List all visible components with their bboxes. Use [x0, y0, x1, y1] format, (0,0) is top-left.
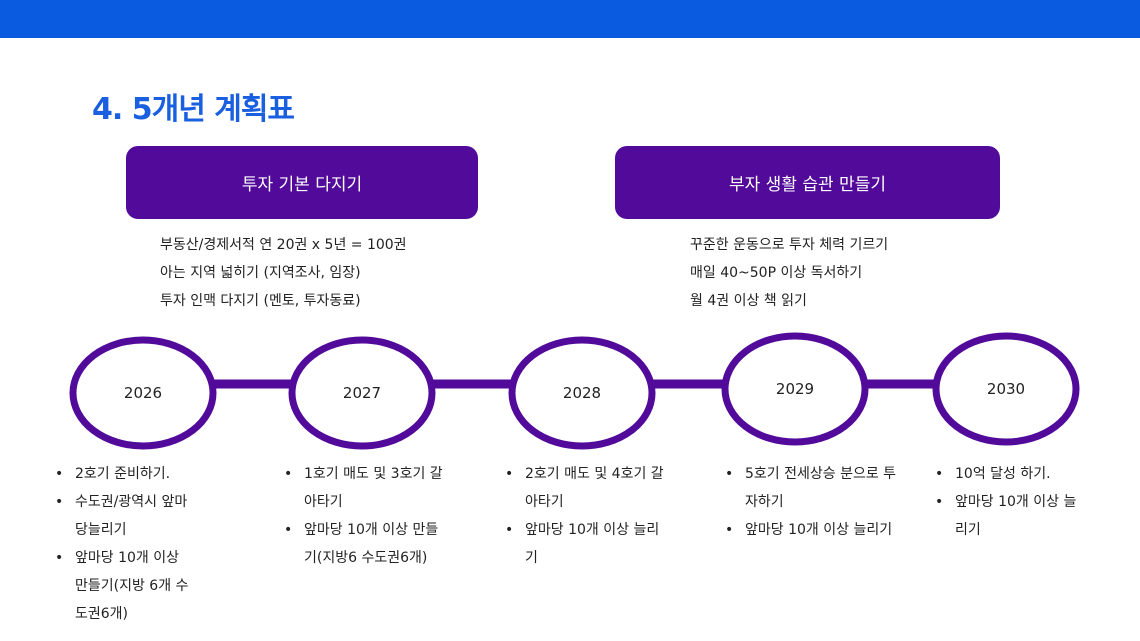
list-item: 수도권/광역시 앞마당늘리기 [55, 488, 195, 544]
goal-item: 아는 지역 넓히기 (지역조사, 임장) [160, 265, 361, 281]
goal-item: 월 4권 이상 책 읽기 [690, 293, 807, 309]
theme-box-investment-basics: 투자 기본 다지기 [126, 146, 478, 219]
year-node-2027 [288, 336, 436, 450]
goal-item: 꾸준한 운동으로 투자 체력 기르기 [690, 237, 889, 253]
page-title: 4. 5개년 계획표 [92, 92, 295, 127]
goals-rich-habits: 꾸준한 운동으로 투자 체력 기르기 매일 40~50P 이상 독서하기 월 4… [690, 231, 888, 315]
list-item: 2호기 준비하기. [55, 460, 195, 488]
list-item: 5호기 전세상승 분으로 투자하기 [725, 460, 905, 516]
list-item: 앞마당 10개 이상 만들기(지방 6개 수도권6개) [55, 544, 195, 628]
plan-list-2026: 2호기 준비하기. 수도권/광역시 앞마당늘리기 앞마당 10개 이상 만들기(… [55, 460, 195, 628]
list-item: 앞마당 10개 이상 늘리기 [725, 516, 905, 544]
plan-list-2027: 1호기 매도 및 3호기 갈아타기 앞마당 10개 이상 만들기(지방6 수도권… [284, 460, 444, 572]
year-label: 2029 [775, 380, 815, 398]
list-item: 10억 달성 하기. [935, 460, 1085, 488]
plan-list-2029: 5호기 전세상승 분으로 투자하기 앞마당 10개 이상 늘리기 [725, 460, 905, 544]
plan-list-2030: 10억 달성 하기. 앞마당 10개 이상 늘리기 [935, 460, 1085, 544]
year-node-2026 [69, 336, 217, 450]
list-item: 앞마당 10개 이상 늘리기 [935, 488, 1085, 544]
year-node-2030 [932, 332, 1080, 446]
year-label: 2026 [123, 384, 163, 402]
goals-investment-basics: 부동산/경제서적 연 20권 x 5년 = 100권 아는 지역 넓히기 (지역… [160, 231, 407, 315]
year-node-2029 [721, 332, 869, 446]
goal-item: 부동산/경제서적 연 20권 x 5년 = 100권 [160, 237, 407, 253]
plan-list-2028: 2호기 매도 및 4호기 갈아타기 앞마당 10개 이상 늘리기 [505, 460, 665, 572]
year-label: 2028 [562, 384, 602, 402]
theme-box-rich-habits: 부자 생활 습관 만들기 [615, 146, 1000, 219]
top-banner [0, 0, 1140, 38]
list-item: 1호기 매도 및 3호기 갈아타기 [284, 460, 444, 516]
year-label: 2030 [986, 380, 1026, 398]
goal-item: 투자 인맥 다지기 (멘토, 투자동료) [160, 293, 361, 309]
year-node-2028 [508, 336, 656, 450]
list-item: 2호기 매도 및 4호기 갈아타기 [505, 460, 665, 516]
year-label: 2027 [342, 384, 382, 402]
list-item: 앞마당 10개 이상 늘리기 [505, 516, 665, 572]
list-item: 앞마당 10개 이상 만들기(지방6 수도권6개) [284, 516, 444, 572]
goal-item: 매일 40~50P 이상 독서하기 [690, 265, 863, 281]
